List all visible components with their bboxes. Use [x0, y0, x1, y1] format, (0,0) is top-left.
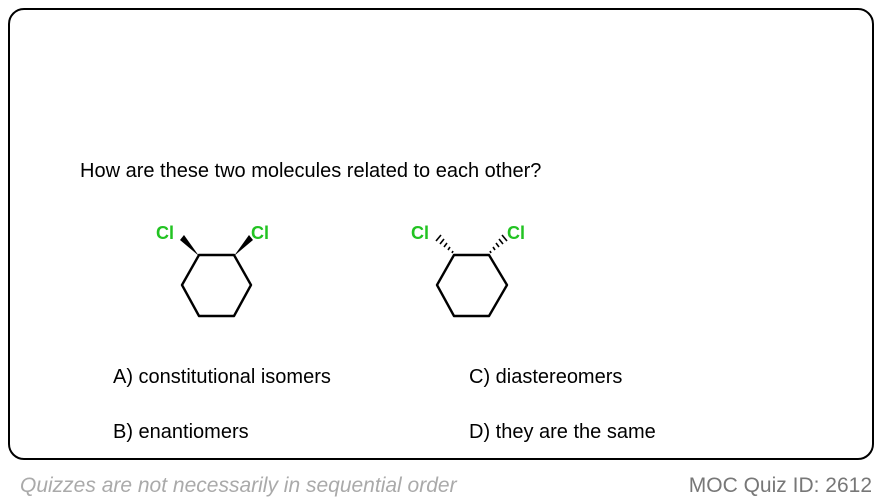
wedge-bond — [234, 235, 253, 256]
option-b[interactable]: B) enantiomers — [113, 421, 249, 443]
cyclohexane-ring — [180, 253, 253, 318]
chlorine-label: Cl — [507, 223, 525, 243]
chlorine-label: Cl — [411, 223, 429, 243]
quiz-card — [8, 8, 874, 460]
option-d[interactable]: D) they are the same — [469, 421, 656, 443]
option-c[interactable]: C) diastereomers — [469, 366, 623, 388]
quiz-id: MOC Quiz ID: 2612 — [688, 474, 872, 497]
chlorine-label: Cl — [251, 223, 269, 243]
dash-bond — [435, 234, 454, 254]
wedge-bond — [180, 235, 199, 256]
chlorine-label: Cl — [156, 223, 174, 243]
sequence-note: Quizzes are not necessarily in sequentia… — [20, 474, 457, 497]
option-a[interactable]: A) constitutional isomers — [113, 366, 331, 388]
dash-bond — [489, 234, 508, 254]
molecule-1: Cl Cl — [156, 223, 269, 318]
question-text: How are these two molecules related to e… — [80, 160, 542, 182]
molecule-2: Cl Cl — [411, 223, 525, 318]
cyclohexane-ring — [435, 253, 509, 318]
